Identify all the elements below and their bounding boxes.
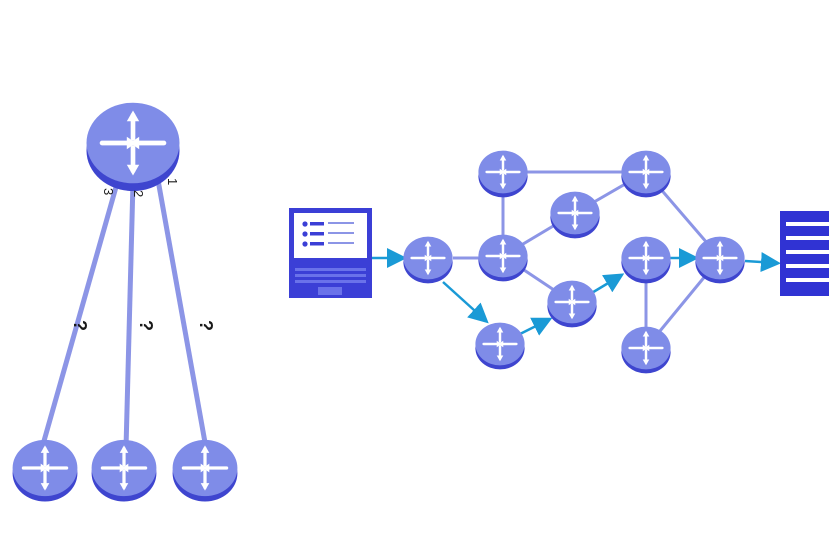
flow-arrows bbox=[372, 248, 781, 336]
router-icon-center-left bbox=[477, 233, 529, 283]
port-label-2: 2 bbox=[131, 190, 146, 197]
router-icon-bottom-right bbox=[620, 325, 672, 375]
link-port-1 bbox=[155, 179, 209, 449]
link-port-2 bbox=[123, 181, 136, 449]
router-icon-center-lower bbox=[546, 279, 598, 329]
router-icon-center-upper bbox=[549, 190, 601, 240]
unknown-label-3: ? bbox=[196, 320, 216, 331]
router-icon-bottom-right bbox=[170, 438, 240, 504]
left-diagram: 3 2 1 ? ? ? bbox=[10, 103, 240, 504]
router-icon-top-left bbox=[477, 149, 529, 199]
laptop-icon bbox=[289, 208, 372, 298]
router-icon-bottom-left bbox=[10, 438, 80, 504]
router-icon-exit bbox=[694, 235, 746, 285]
server-icon bbox=[780, 211, 829, 296]
router-icon-entry bbox=[402, 235, 454, 285]
right-diagram bbox=[289, 149, 829, 375]
unknown-label-2: ? bbox=[136, 320, 156, 331]
port-label-1: 1 bbox=[165, 178, 180, 185]
router-icon-center-right bbox=[620, 235, 672, 285]
port-label-3: 3 bbox=[101, 188, 116, 195]
router-icon-bottom bbox=[474, 321, 526, 371]
router-icon-bottom-middle bbox=[89, 438, 159, 504]
unknown-label-1: ? bbox=[70, 320, 90, 331]
router-icon-top-right bbox=[620, 149, 672, 199]
link-port-3 bbox=[39, 179, 121, 449]
